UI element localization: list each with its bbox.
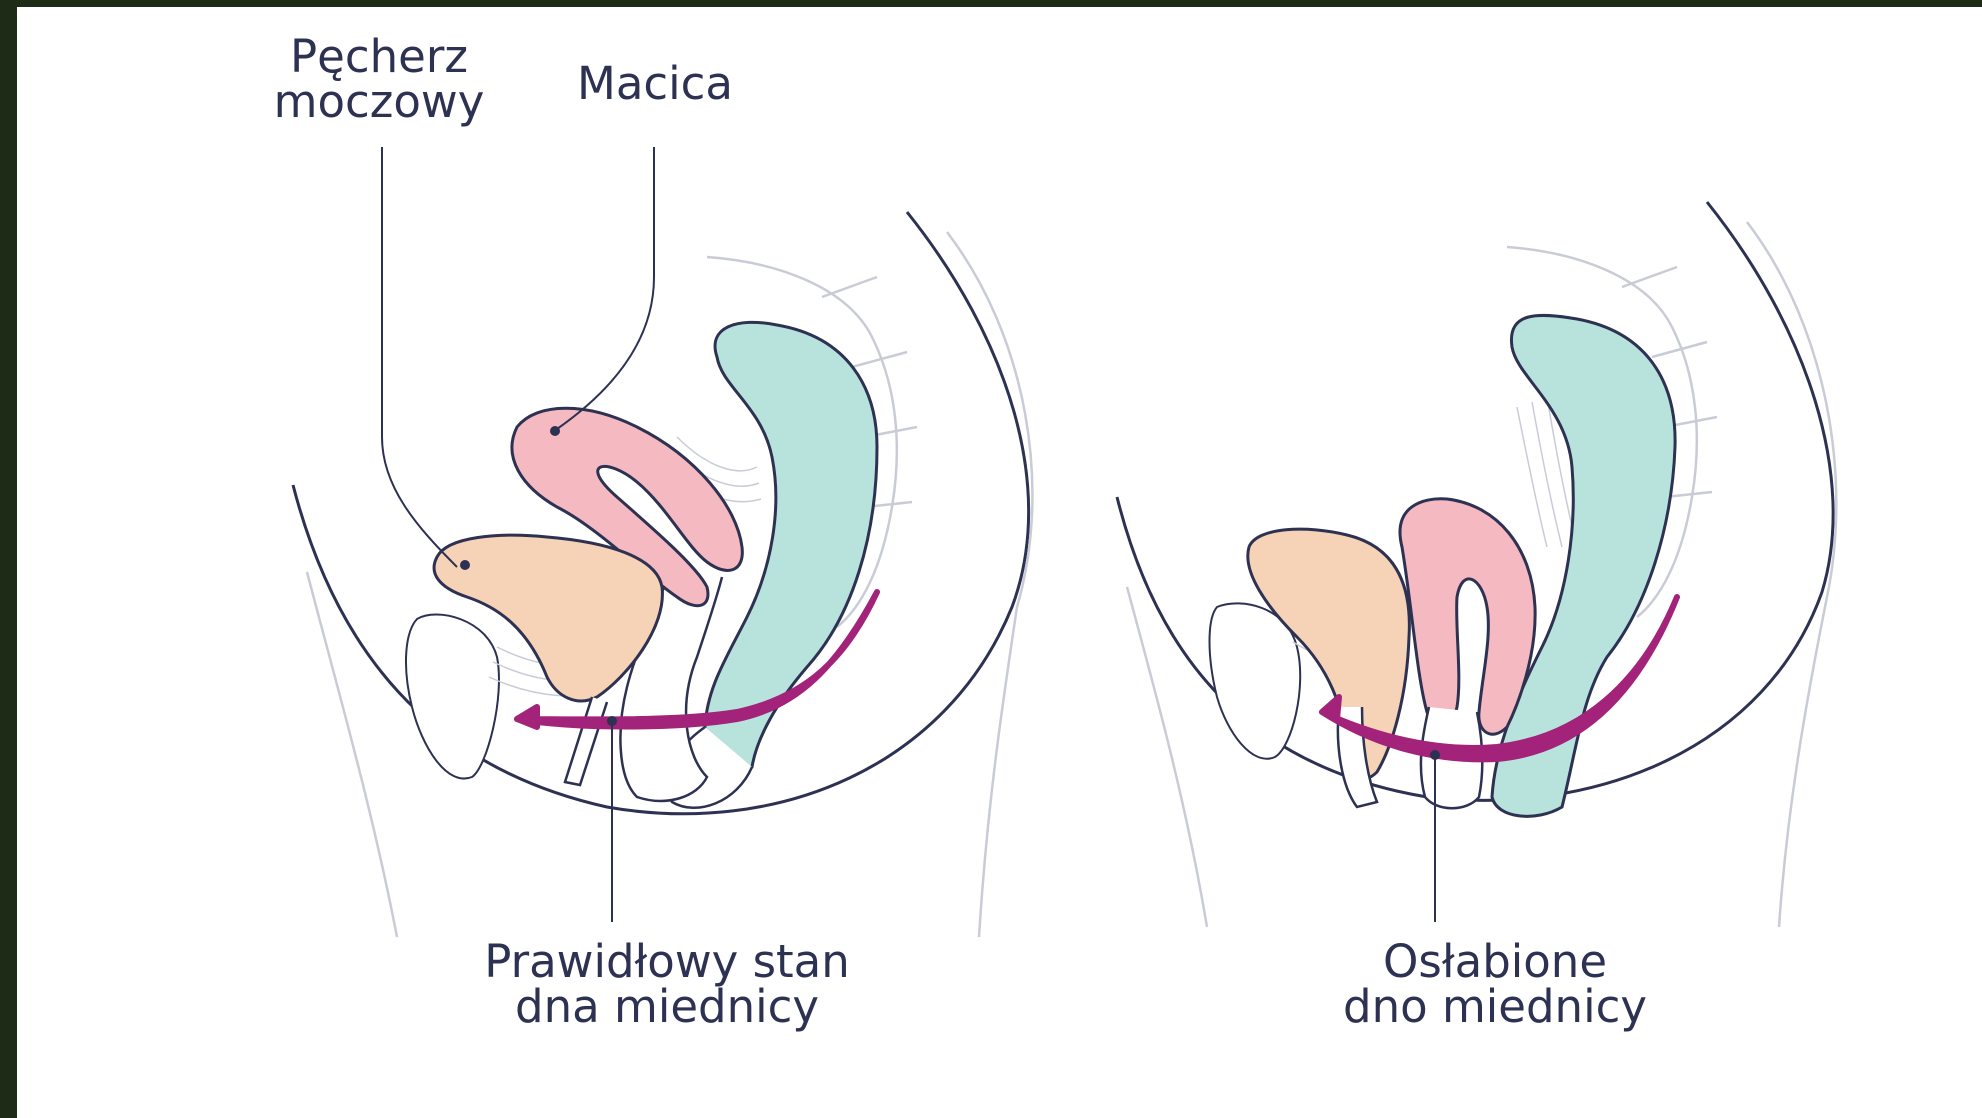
back-contour-right [1747,222,1836,927]
label-normal-line2: dna miednicy [515,980,819,1033]
bladder-leader-line [382,147,457,567]
pelvic-floor-diagram: Pęcherz moczowy Macica Prawidłowy stan d… [17,7,1982,1118]
uterus-right [1400,499,1535,734]
thigh-contour [307,572,397,937]
weak-floor-marker-dot [1430,750,1440,760]
normal-pelvis-illustration [293,212,1032,937]
bladder-marker-dot [460,560,470,570]
pubic-bone [406,615,499,779]
label-bladder-line2: moczowy [274,75,485,128]
weakened-pelvis-illustration [1117,202,1836,927]
label-weak-line2: dno miednicy [1343,980,1647,1033]
urethra [565,697,607,785]
normal-floor-marker-dot [607,716,617,726]
uterus-leader-line [557,147,654,429]
illustration-canvas: Pęcherz moczowy Macica Prawidłowy stan d… [17,7,1982,1118]
vertebra-line-1 [822,277,877,297]
label-uterus: Macica [577,57,733,110]
thigh-contour-right [1127,587,1207,927]
uterus-marker-dot [550,426,560,436]
vertebra-line-r1 [1622,267,1677,287]
